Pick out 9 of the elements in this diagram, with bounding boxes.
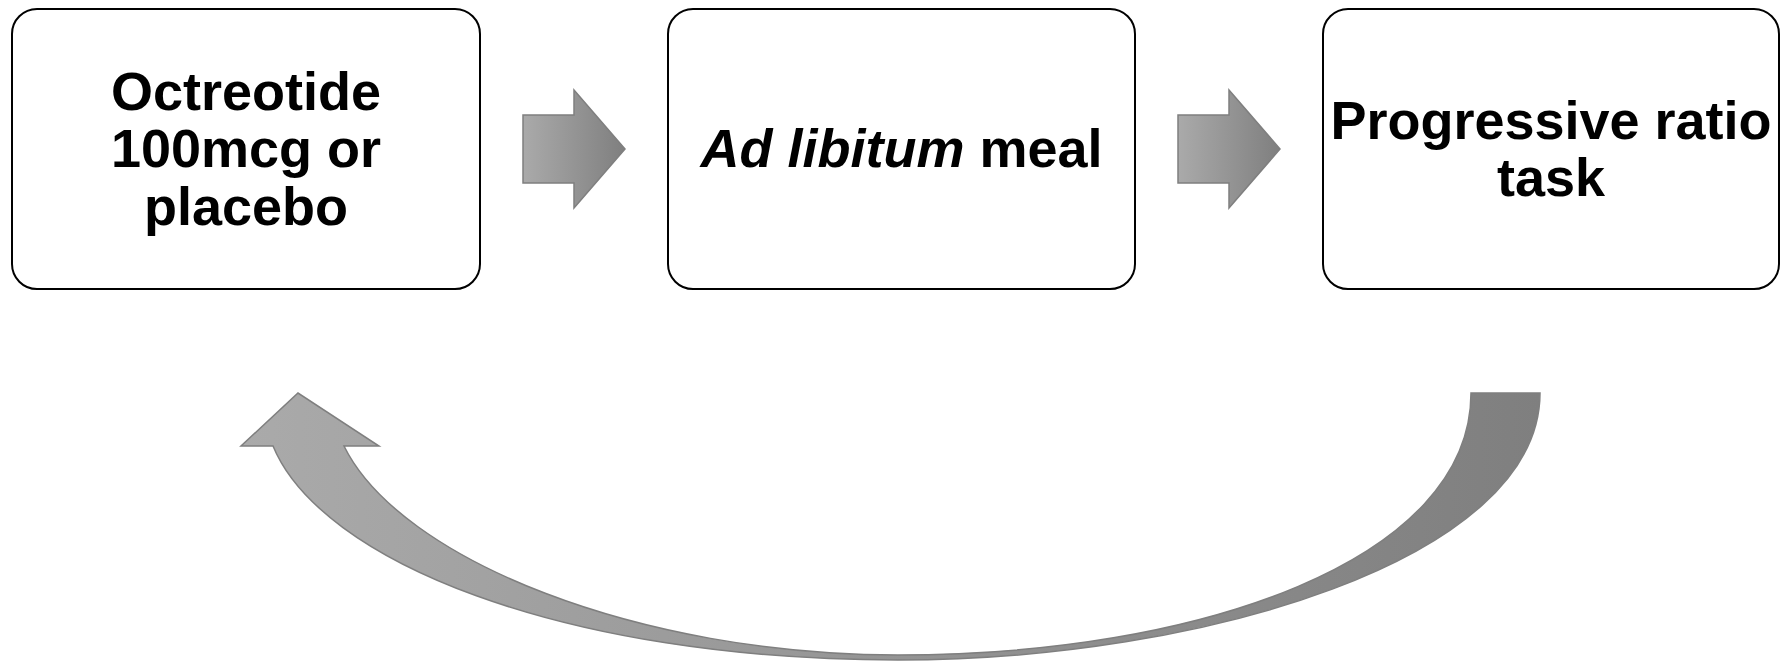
process-box — [667, 8, 1136, 290]
block-arrow — [1177, 88, 1281, 210]
step-label: Octreotide 100mcg or placebo — [109, 63, 383, 235]
block-arrow — [240, 392, 1541, 661]
step-label: Ad libitum meal — [700, 120, 1103, 178]
block-arrow — [522, 88, 626, 210]
process-box — [1322, 8, 1780, 290]
step-label: Progressive ratio task — [1329, 91, 1773, 207]
process-box — [11, 8, 481, 290]
